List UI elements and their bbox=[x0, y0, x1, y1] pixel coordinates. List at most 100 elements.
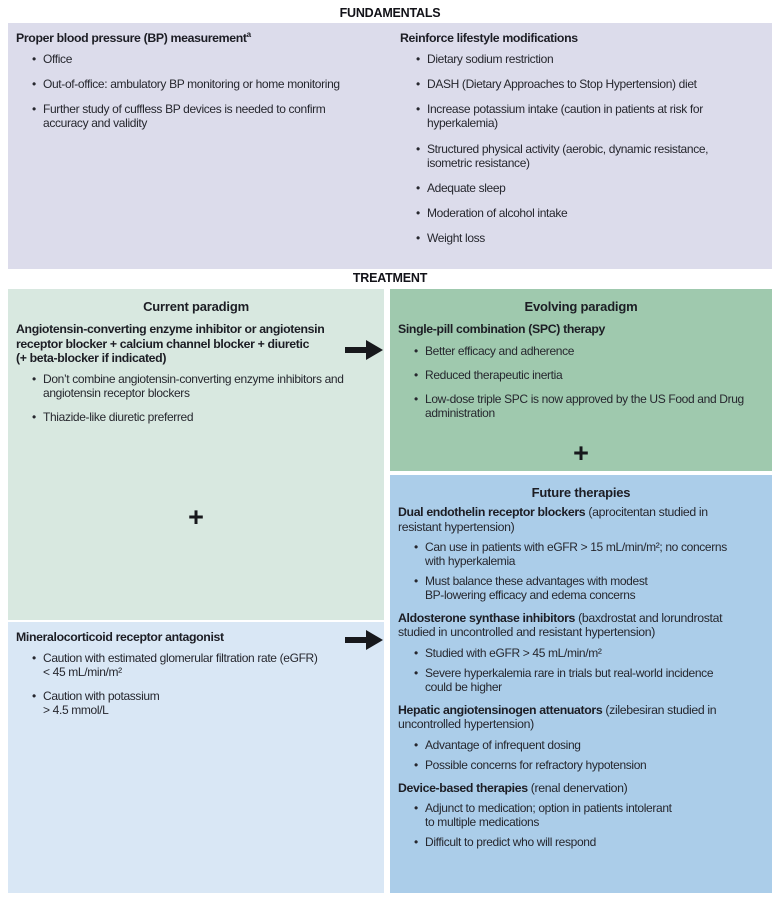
list-item-text: Severe hyperkalemia rare in trials but r… bbox=[425, 665, 714, 694]
mra-heading: Mineralocorticoid receptor antagonist bbox=[16, 630, 224, 644]
dual-endothelin-heading: Dual endothelin receptor blockers (aproc… bbox=[398, 505, 764, 534]
list-item-text: Advantage of infrequent dosing bbox=[425, 737, 581, 752]
list-item: • Structured physical activity (aerobic, … bbox=[416, 142, 764, 170]
plus-icon: + bbox=[188, 502, 204, 532]
list-item-text: Low-dose triple SPC is now approved by t… bbox=[425, 391, 744, 420]
arrow-right-icon bbox=[345, 340, 383, 360]
list-item-text: Studied with eGFR > 45 mL/min/m² bbox=[425, 645, 602, 660]
bullet-icon: • bbox=[414, 367, 418, 382]
list-item-text: Caution with potassium > 4.5 mmol/L bbox=[43, 689, 160, 718]
bullet-icon: • bbox=[416, 180, 420, 195]
bullet-icon: • bbox=[32, 52, 36, 67]
list-item: • Low-dose triple SPC is now approved by … bbox=[414, 392, 764, 420]
evolving-paradigm-heading: Evolving paradigm bbox=[524, 299, 638, 314]
list-item: •Adjunct to medication; option in patien… bbox=[414, 801, 764, 829]
bullet-icon: • bbox=[414, 665, 418, 680]
current-paradigm-heading: Current paradigm bbox=[143, 299, 249, 314]
list-item-text: Moderation of alcohol intake bbox=[427, 205, 568, 220]
list-item-text: Increase potassium intake (caution in pa… bbox=[427, 102, 703, 131]
list-item: •DASH (Dietary Approaches to Stop Hypert… bbox=[416, 77, 764, 91]
bullet-icon: • bbox=[414, 391, 418, 406]
bullet-icon: • bbox=[414, 835, 418, 850]
spc-therapy-heading: Single-pill combination (SPC) therapy bbox=[398, 322, 606, 337]
list-item: • Thiazide-like diuretic preferred bbox=[32, 410, 376, 424]
list-item-text: Thiazide-like diuretic preferred bbox=[43, 410, 194, 425]
drug-class-note: (zilebesiran studied in uncontrolled hyp… bbox=[398, 702, 717, 732]
list-item-text: Don’t combine angiotensin-converting enz… bbox=[43, 372, 344, 401]
arrow-right-icon bbox=[345, 630, 383, 650]
bullet-icon: • bbox=[416, 141, 420, 156]
list-item-text: Possible concerns for refractory hypoten… bbox=[425, 757, 647, 772]
list-item: •Out-of-office: ambulatory BP monitoring… bbox=[32, 77, 392, 91]
future-therapies-panel: Future therapies Dual endothelin recepto… bbox=[390, 475, 772, 893]
hepatic-angiotensinogen-heading: Hepatic angiotensinogen attenuators (zil… bbox=[398, 703, 764, 732]
list-item: • Better efficacy and adherence bbox=[414, 344, 764, 358]
treatment-title: TREATMENT bbox=[352, 271, 428, 285]
evolving-paradigm-panel: Evolving paradigm Single-pill combinatio… bbox=[390, 289, 772, 471]
list-item-text: Better efficacy and adherence bbox=[425, 343, 575, 358]
list-item-text: Further study of cuffless BP devices is … bbox=[43, 102, 326, 131]
bullet-icon: • bbox=[414, 645, 418, 660]
bullet-icon: • bbox=[414, 343, 418, 358]
bullet-icon: • bbox=[416, 52, 420, 67]
list-item-text: Structured physical activity (aerobic, d… bbox=[427, 141, 709, 170]
list-item: •Caution with estimated glomerular filtr… bbox=[32, 651, 376, 679]
list-item: • Severe hyperkalemia rare in trials but … bbox=[414, 666, 764, 694]
list-item-text: Must balance these advantages with modes… bbox=[425, 574, 648, 603]
device-based-heading: Device-based therapies (renal denervatio… bbox=[398, 781, 764, 795]
list-item-text: Dietary sodium restriction bbox=[427, 52, 554, 67]
bullet-icon: • bbox=[414, 539, 418, 554]
list-item: • Can use in patients with eGFR > 15 mL/m… bbox=[414, 540, 764, 568]
list-item: •Office bbox=[32, 52, 392, 66]
list-item: • Must balance these advantages with mode… bbox=[414, 574, 764, 602]
list-item-text: Caution with estimated glomerular filtra… bbox=[43, 651, 318, 680]
bp-measurement-column: Proper blood pressure (BP) measurementa … bbox=[16, 29, 392, 263]
list-item-text: Reduced therapeutic inertia bbox=[425, 367, 563, 382]
list-item-text: Weight loss bbox=[427, 230, 485, 245]
list-item: •Moderation of alcohol intake bbox=[416, 206, 764, 220]
list-item: • Further study of cuffless BP devices is… bbox=[32, 102, 392, 130]
lifestyle-column: Reinforce lifestyle modifications • Dieta… bbox=[392, 31, 764, 263]
list-item: • Don’t combine angiotensin-converting en… bbox=[32, 372, 376, 400]
bullet-icon: • bbox=[32, 372, 36, 387]
bp-measurement-heading-text: Proper blood pressure (BP) measurement bbox=[16, 31, 247, 45]
list-item: • Caution with potassium > 4.5 mmol/L bbox=[32, 689, 376, 717]
list-item: • Advantage of infrequent dosing bbox=[414, 738, 764, 752]
list-item: • Possible concerns for refractory hypote… bbox=[414, 758, 764, 772]
drug-class-name: Device-based therapies bbox=[398, 780, 528, 795]
aldosterone-synthase-heading: Aldosterone synthase inhibitors (baxdros… bbox=[398, 611, 764, 640]
bullet-icon: • bbox=[414, 574, 418, 589]
bullet-icon: • bbox=[32, 410, 36, 425]
bullet-icon: • bbox=[32, 102, 36, 117]
bullet-icon: • bbox=[416, 230, 420, 245]
drug-class-note: (aprocitentan studied in resistant hyper… bbox=[398, 505, 708, 534]
footnote-marker: a bbox=[246, 29, 251, 39]
bp-measurement-heading: Proper blood pressure (BP) measurementa bbox=[16, 29, 392, 45]
bullet-icon: • bbox=[32, 689, 36, 704]
list-item: •Adequate sleep bbox=[416, 181, 764, 195]
ace-arb-ccb-diuretic-heading: Angiotensin-converting enzyme inhibitor … bbox=[16, 322, 325, 365]
bullet-icon: • bbox=[414, 757, 418, 772]
list-item-text: Difficult to predict who will respond bbox=[425, 835, 596, 850]
bullet-icon: • bbox=[416, 102, 420, 117]
future-therapies-heading: Future therapies bbox=[531, 485, 631, 500]
list-item: • Difficult to predict who will respond bbox=[414, 835, 764, 849]
drug-class-name: Aldosterone synthase inhibitors bbox=[398, 611, 576, 626]
bullet-icon: • bbox=[414, 737, 418, 752]
current-paradigm-mra-panel: Mineralocorticoid receptor antagonist •C… bbox=[8, 622, 384, 893]
lifestyle-heading: Reinforce lifestyle modifications bbox=[400, 31, 578, 45]
drug-class-name: Hepatic angiotensinogen attenuators bbox=[398, 702, 603, 717]
list-item: • Increase potassium intake (caution in p… bbox=[416, 102, 764, 130]
list-item-text: Out-of-office: ambulatory BP monitoring … bbox=[43, 77, 340, 92]
list-item: • Weight loss bbox=[416, 231, 764, 245]
list-item: • Reduced therapeutic inertia bbox=[414, 368, 764, 382]
bullet-icon: • bbox=[414, 801, 418, 816]
list-item: • Studied with eGFR > 45 mL/min/m² bbox=[414, 646, 764, 660]
plus-icon: + bbox=[573, 438, 589, 468]
drug-class-note: (renal denervation) bbox=[527, 780, 628, 795]
list-item: • Dietary sodium restriction bbox=[416, 52, 764, 66]
list-item-text: Can use in patients with eGFR > 15 mL/mi… bbox=[425, 539, 727, 568]
fundamentals-panel: Proper blood pressure (BP) measurementa … bbox=[8, 23, 772, 269]
bullet-icon: • bbox=[416, 77, 420, 92]
